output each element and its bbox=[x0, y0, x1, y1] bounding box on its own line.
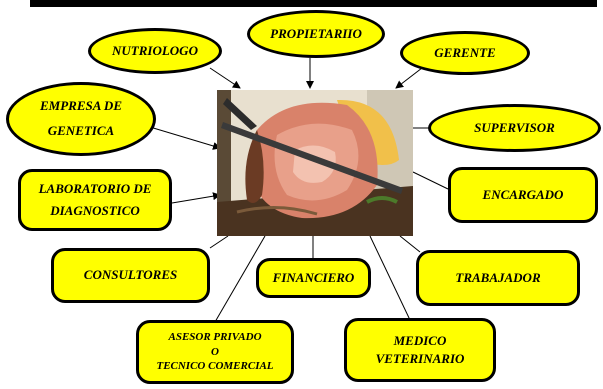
label-asesor: ASESOR PRIVADO O TECNICO COMERCIAL bbox=[156, 330, 274, 373]
connector-gerente bbox=[395, 67, 423, 89]
node-nutriologo: NUTRIOLOGO bbox=[88, 28, 222, 74]
connector-nutriologo bbox=[209, 67, 241, 89]
label-consultores: CONSULTORES bbox=[83, 267, 178, 283]
node-laboratorio: LABORATORIO DE DIAGNOSTICO bbox=[18, 169, 172, 231]
node-propietario: PROPIETARIIO bbox=[247, 10, 385, 58]
connector-empresa-genetica bbox=[149, 126, 221, 150]
connector-asesor bbox=[214, 235, 266, 323]
connector-trabajador bbox=[399, 235, 421, 253]
label-encargado: ENCARGADO bbox=[482, 186, 564, 202]
label-medico: MEDICO VETERINARIO bbox=[375, 333, 465, 366]
top-black-bar bbox=[30, 0, 597, 7]
connector-laboratorio bbox=[171, 192, 221, 204]
label-supervisor: SUPERVISOR bbox=[474, 119, 555, 135]
label-gerente: GERENTE bbox=[434, 44, 496, 60]
node-medico: MEDICO VETERINARIO bbox=[344, 318, 496, 382]
ham-slicing-photo bbox=[217, 90, 413, 236]
connector-encargado bbox=[412, 171, 449, 190]
label-trabajador: TRABAJADOR bbox=[455, 269, 541, 285]
node-gerente: GERENTE bbox=[400, 31, 530, 75]
node-encargado: ENCARGADO bbox=[448, 167, 598, 223]
connector-medico bbox=[369, 235, 411, 321]
node-trabajador: TRABAJADOR bbox=[416, 250, 580, 306]
node-empresa-genetica: EMPRESA DE GENETICA bbox=[6, 82, 156, 156]
node-supervisor: SUPERVISOR bbox=[428, 104, 601, 152]
label-empresa-genetica: EMPRESA DE GENETICA bbox=[39, 98, 122, 138]
label-laboratorio: LABORATORIO DE DIAGNOSTICO bbox=[38, 180, 152, 218]
label-financiero: FINANCIERO bbox=[272, 269, 355, 285]
node-asesor: ASESOR PRIVADO O TECNICO COMERCIAL bbox=[136, 320, 294, 384]
node-financiero: FINANCIERO bbox=[256, 258, 371, 298]
ham-illustration bbox=[217, 90, 413, 236]
label-nutriologo: NUTRIOLOGO bbox=[112, 42, 198, 58]
node-consultores: CONSULTORES bbox=[51, 248, 210, 303]
label-propietario: PROPIETARIIO bbox=[270, 25, 362, 41]
connector-consultores bbox=[209, 235, 229, 249]
